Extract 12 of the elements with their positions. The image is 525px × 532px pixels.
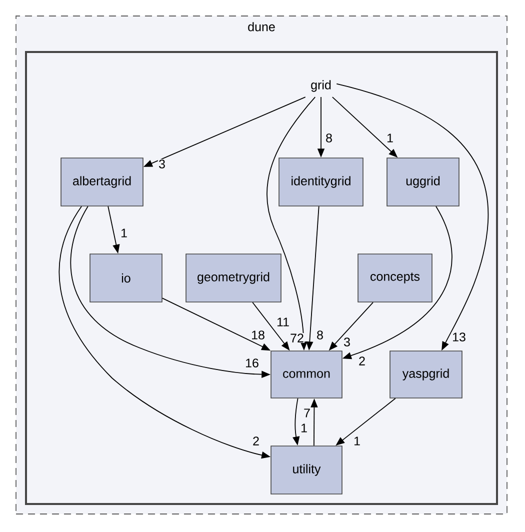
- folder-node: yaspgrid: [390, 350, 462, 398]
- folder-node: common: [270, 350, 342, 398]
- folder-node: concepts: [358, 254, 432, 302]
- edge-label: 72: [289, 333, 305, 343]
- folder-node: geometrygrid: [186, 254, 282, 302]
- folder-node: utility: [270, 446, 342, 494]
- folder-node: io: [90, 254, 162, 302]
- folder-node: identitygrid: [278, 158, 364, 206]
- edge-label: 11: [276, 317, 290, 327]
- folder-node: uggrid: [386, 158, 460, 206]
- folder-label: grid: [311, 80, 331, 92]
- folder-node: albertagrid: [60, 158, 144, 206]
